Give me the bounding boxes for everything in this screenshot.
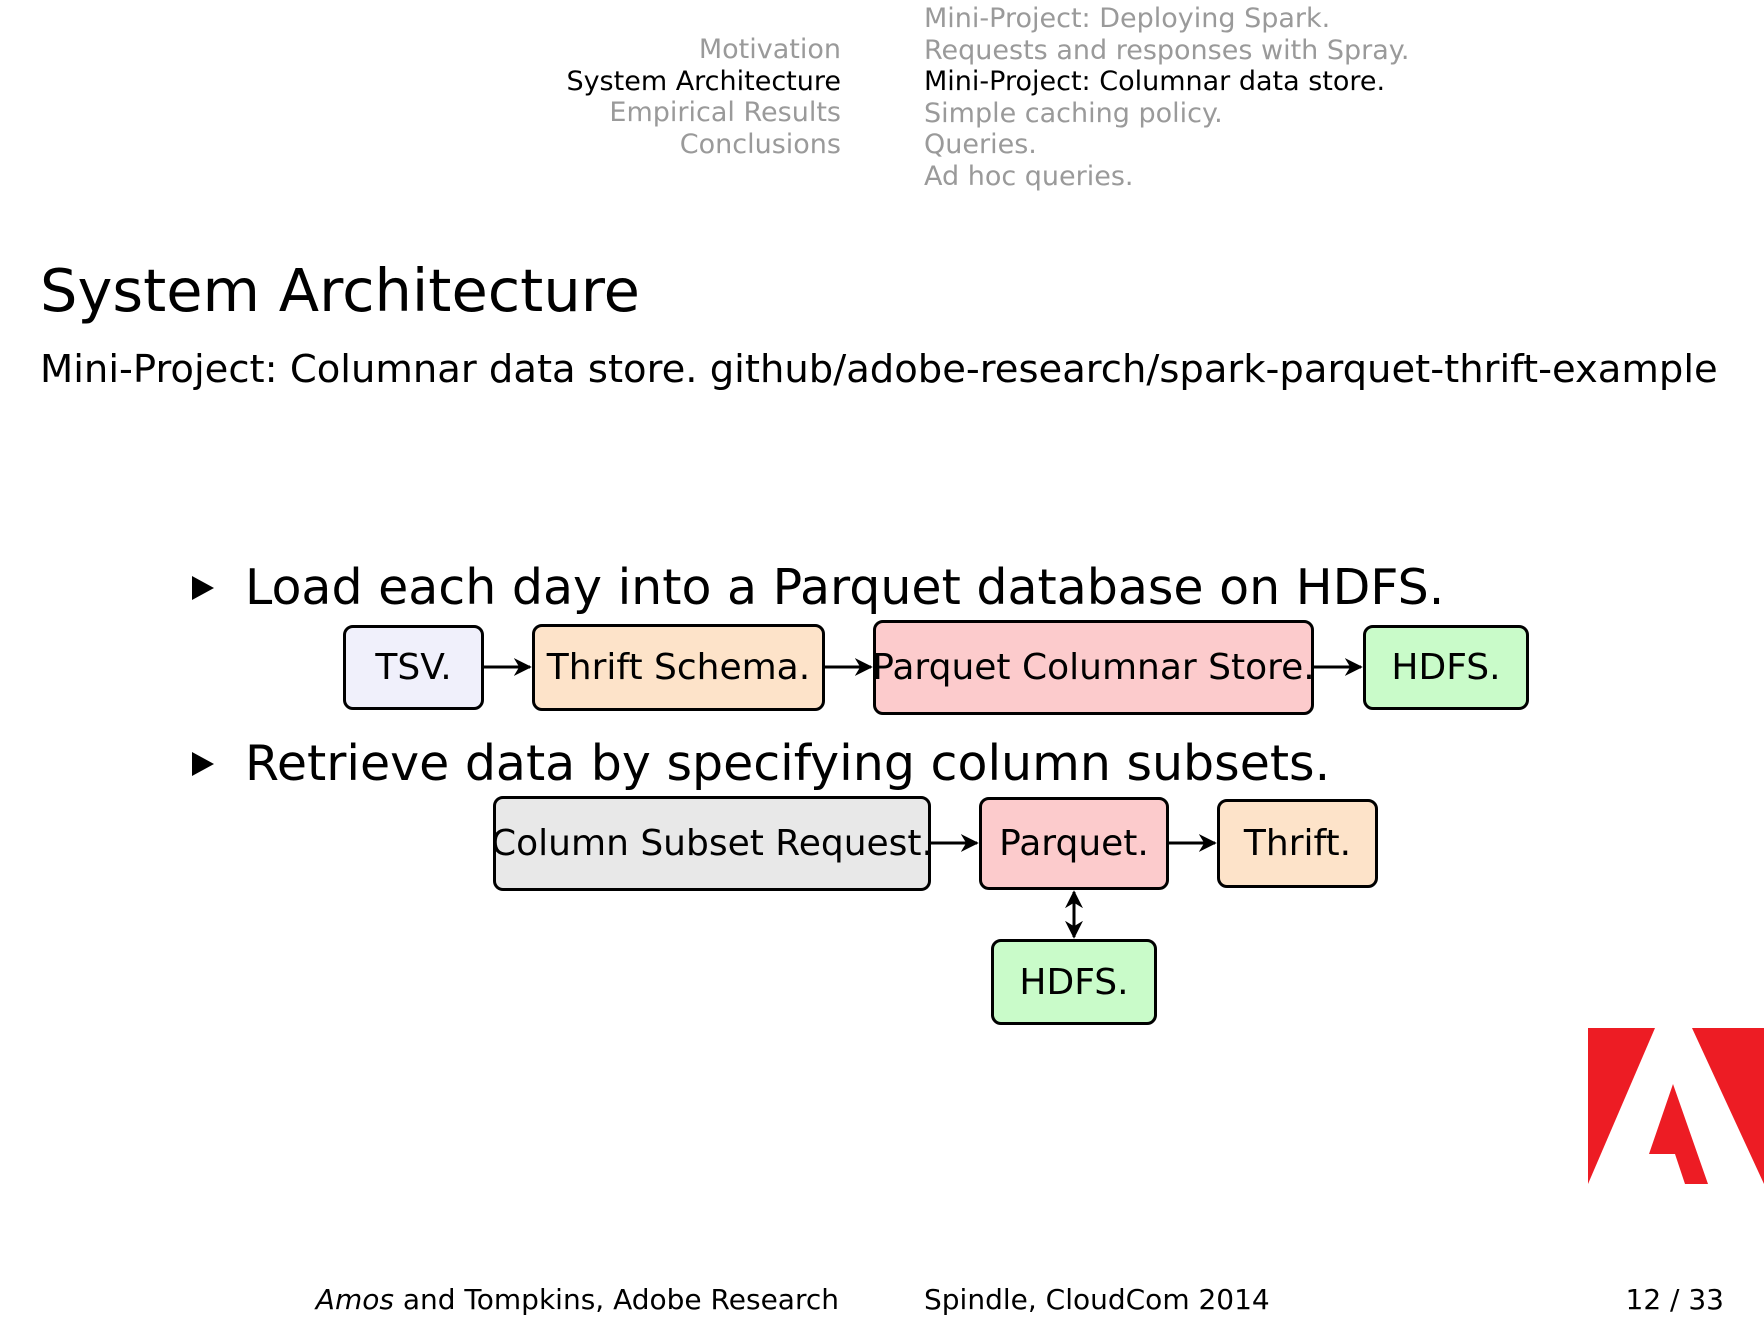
nav-subsection-deploying-spark[interactable]: Mini-Project: Deploying Spark. bbox=[924, 3, 1331, 34]
footer-author-italic: Amos bbox=[315, 1283, 394, 1316]
node-parquet-columnar-store: Parquet Columnar Store. bbox=[872, 620, 1315, 715]
node-parquet-label: Parquet. bbox=[999, 823, 1149, 864]
footer-event: Spindle, CloudCom 2014 bbox=[924, 1283, 1270, 1316]
footer-page-number: 12 / 33 bbox=[1625, 1283, 1725, 1316]
footer-author-rest: and Tompkins, Adobe Research bbox=[393, 1283, 839, 1316]
node-hdfs-store: HDFS. bbox=[1363, 625, 1529, 710]
node-thrift-label: Thrift. bbox=[1243, 823, 1352, 864]
node-hdfs-store-label: HDFS. bbox=[1391, 647, 1501, 688]
nav-section-motivation[interactable]: Motivation bbox=[698, 34, 841, 65]
nav-subsection-adhoc-queries[interactable]: Ad hoc queries. bbox=[924, 160, 1134, 192]
nav-subsection-spray[interactable]: Requests and responses with Spray. bbox=[924, 34, 1410, 66]
bullet-marker-icon bbox=[192, 752, 214, 776]
node-hdfs-retrieve-label: HDFS. bbox=[1019, 961, 1129, 1003]
nav-section-conclusions[interactable]: Conclusions bbox=[679, 128, 841, 160]
node-column-subset-request: Column Subset Request. bbox=[491, 796, 933, 891]
node-thrift-schema-label: Thrift Schema. bbox=[546, 647, 811, 688]
nav-subsection-queries[interactable]: Queries. bbox=[924, 129, 1037, 160]
footer-authors: Amos and Tompkins, Adobe Research bbox=[316, 1283, 839, 1317]
nav-sections: Motivation System Architecture Empirical… bbox=[566, 34, 841, 160]
node-hdfs-retrieve: HDFS. bbox=[991, 939, 1157, 1025]
node-tsv-label: TSV. bbox=[375, 647, 452, 688]
node-parquet: Parquet. bbox=[979, 797, 1169, 890]
node-tsv: TSV. bbox=[343, 625, 484, 710]
node-thrift: Thrift. bbox=[1217, 799, 1378, 888]
nav-section-system-architecture[interactable]: System Architecture bbox=[566, 65, 841, 97]
slide-title: System Architecture bbox=[40, 256, 640, 325]
bullet-retrieve-data: Retrieve data by specifying column subse… bbox=[245, 735, 1331, 792]
node-thrift-schema: Thrift Schema. bbox=[532, 624, 825, 711]
slide-subtitle: Mini-Project: Columnar data store. githu… bbox=[40, 347, 1718, 392]
nav-subsection-columnar-store[interactable]: Mini-Project: Columnar data store. bbox=[924, 66, 1386, 97]
nav-section-empirical-results[interactable]: Empirical Results bbox=[609, 97, 841, 128]
node-column-subset-request-label: Column Subset Request. bbox=[491, 823, 933, 864]
nav-subsection-caching[interactable]: Simple caching policy. bbox=[924, 97, 1223, 129]
bullet-load-each-day: Load each day into a Parquet database on… bbox=[245, 559, 1445, 616]
node-parquet-columnar-store-label: Parquet Columnar Store. bbox=[872, 647, 1315, 688]
bullet-marker-icon bbox=[192, 576, 214, 600]
nav-subsections: Mini-Project: Deploying Spark. Requests … bbox=[924, 3, 1410, 192]
adobe-logo-icon bbox=[1588, 1028, 1764, 1184]
